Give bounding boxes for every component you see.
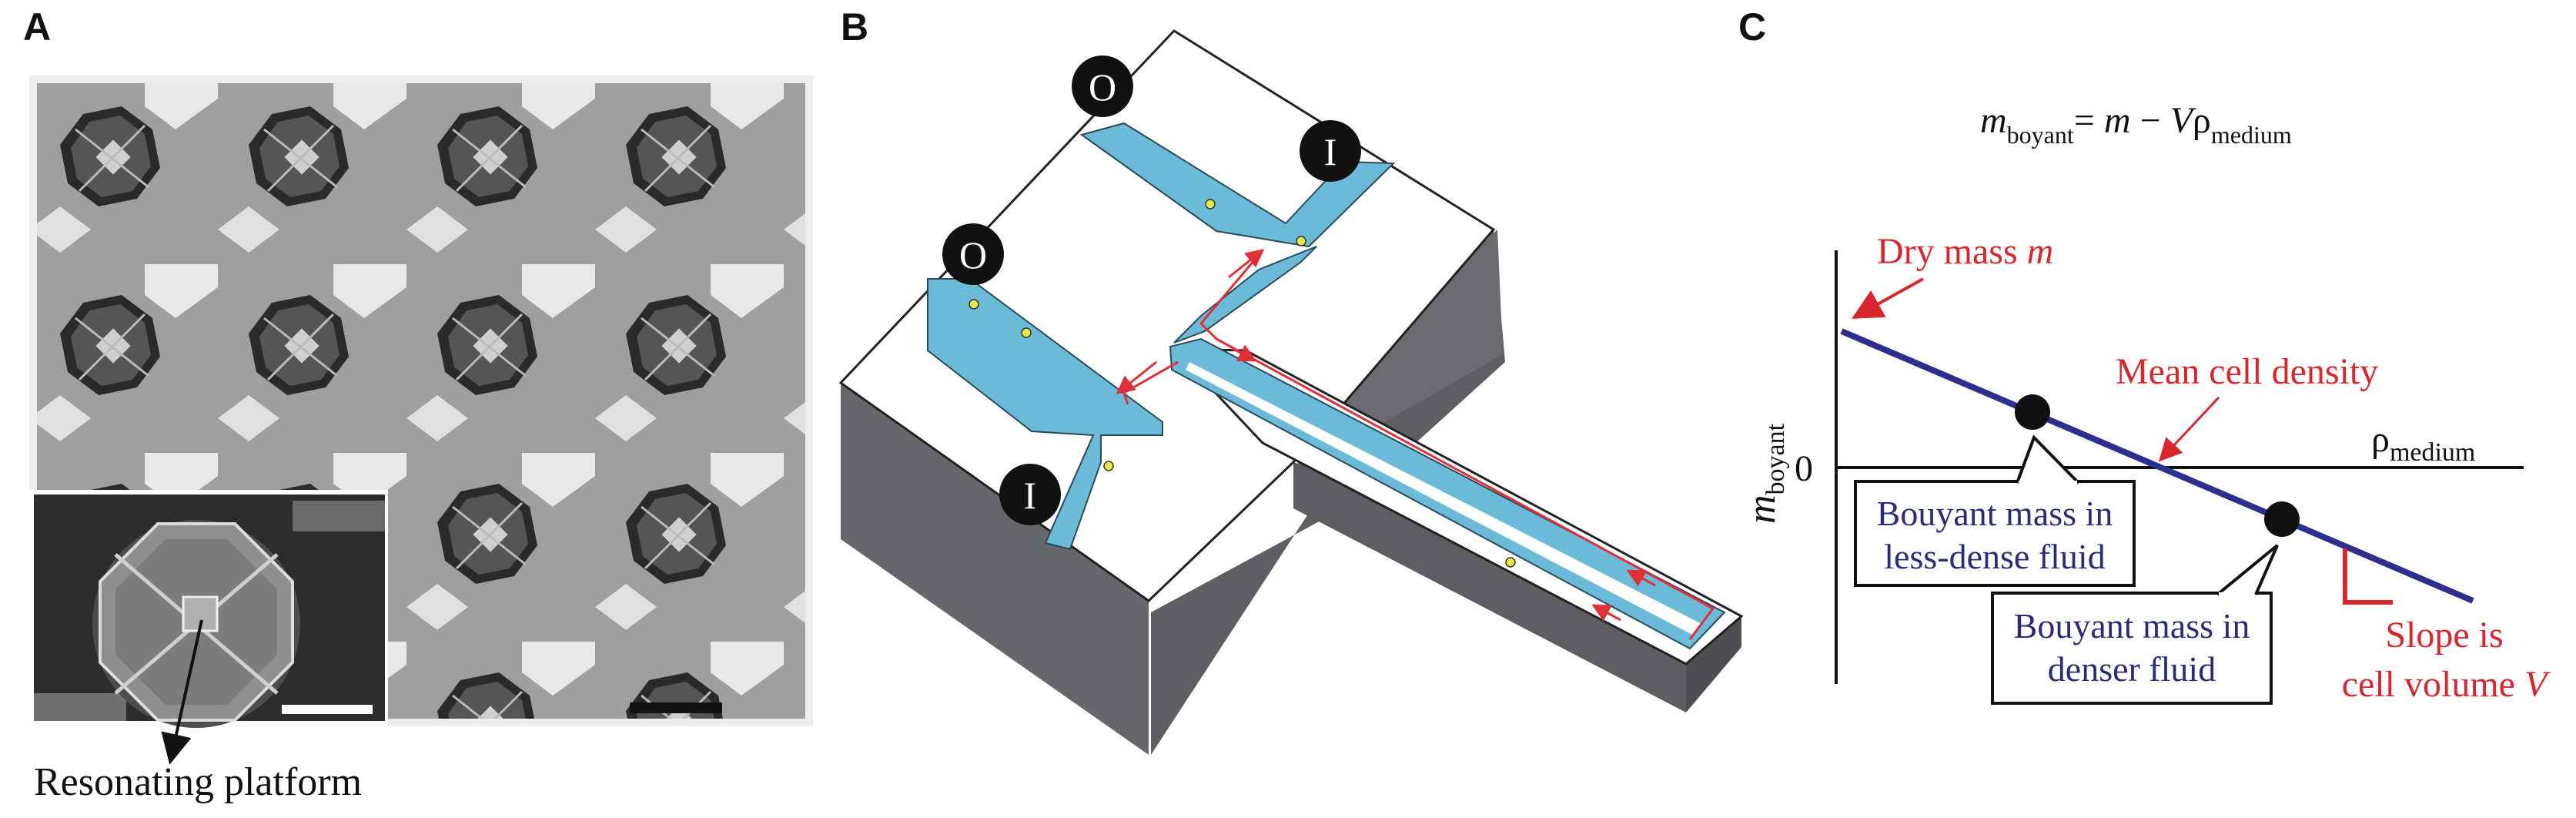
callout-less-dense: Bouyant mass in less-dense fluid xyxy=(1854,434,2136,587)
sem-inset xyxy=(29,490,388,728)
svg-text:I: I xyxy=(1324,130,1337,173)
svg-text:Bouyant mass in: Bouyant mass in xyxy=(2014,606,2250,645)
mean-density-label: Mean cell density xyxy=(2116,351,2378,392)
port-inlet-top: I xyxy=(1300,120,1361,182)
svg-text:O: O xyxy=(959,233,987,277)
scale-bar xyxy=(630,702,722,713)
slope-triangle xyxy=(2343,548,2393,605)
svg-text:denser fluid: denser fluid xyxy=(2048,649,2216,689)
slope-label-line2: cell volume V xyxy=(2342,664,2551,705)
svg-text:Bouyant mass in: Bouyant mass in xyxy=(1877,494,2113,533)
buoyant-mass-line xyxy=(1840,328,2474,604)
port-outlet-top: O xyxy=(1072,55,1133,117)
svg-text:I: I xyxy=(1024,474,1037,517)
svg-text:less-dense fluid: less-dense fluid xyxy=(1884,537,2105,576)
buoyant-mass-equation: mboyant= m − Vρmedium xyxy=(1980,100,2292,149)
dry-mass-arrow xyxy=(1852,277,1924,319)
chip-diagram xyxy=(838,29,1744,755)
zero-label: 0 xyxy=(1795,448,1813,489)
panel-b-letter: B xyxy=(841,5,868,49)
point-denser xyxy=(2264,501,2300,537)
port-outlet-left: O xyxy=(942,223,1004,285)
inset-scale-bar xyxy=(282,705,373,714)
panel-a-letter: A xyxy=(23,5,51,49)
mean-density-arrow xyxy=(2158,396,2220,462)
svg-text:O: O xyxy=(1089,65,1116,109)
inset-label: Resonating platform xyxy=(34,760,362,804)
panel-c-letter: C xyxy=(1738,5,1766,49)
inset-pointer-arrow xyxy=(161,619,203,765)
x-axis-label: ρmedium xyxy=(2371,419,2475,467)
callout-denser: Bouyant mass in denser fluid xyxy=(1991,544,2279,705)
port-inlet-left: I xyxy=(999,464,1061,525)
dry-mass-label: Dry mass m xyxy=(1877,231,2053,272)
flow-path-1 xyxy=(1199,250,1715,640)
point-less-dense xyxy=(2015,394,2050,430)
y-axis-label: mboyant xyxy=(1740,423,1790,524)
slope-label-line1: Slope is xyxy=(2385,615,2503,655)
